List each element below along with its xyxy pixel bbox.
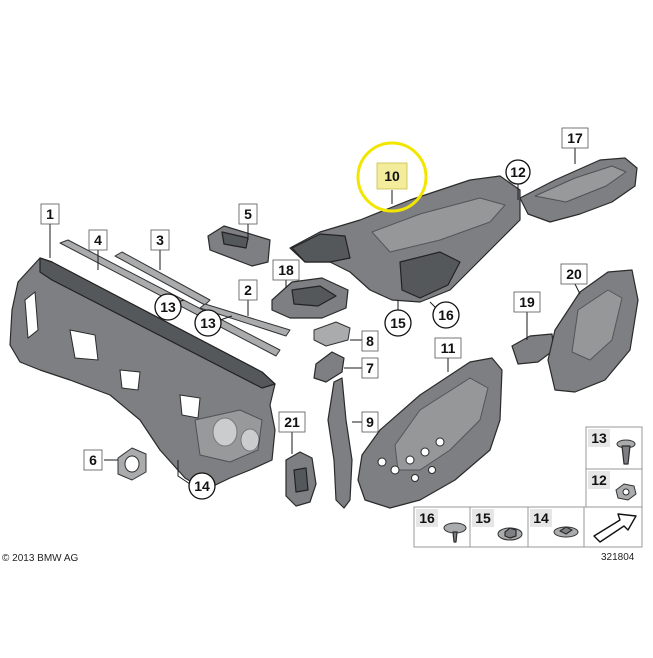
callout-8[interactable]: 8 [361,330,379,352]
callout-8-text: 8 [366,333,374,349]
callout-10-text: 10 [384,168,400,184]
callout-7-text: 7 [366,360,374,376]
speed-nut-icon [553,526,579,538]
legend-16-text: 16 [419,510,435,526]
nut-icon [615,483,637,501]
part-11-insulation[interactable] [357,357,503,509]
callout-16[interactable]: 16 [432,301,460,329]
legend-14-text: 14 [533,510,549,526]
screw-icon [616,439,636,465]
legend-item-15[interactable]: 15 [469,506,529,548]
legend-item-12[interactable]: 12 [585,468,643,508]
part-17-heat-shield[interactable] [519,157,638,223]
part-9-seal[interactable] [327,377,353,509]
legend-item-16[interactable]: 16 [413,506,471,548]
callout-4[interactable]: 4 [88,229,108,251]
callout-5[interactable]: 5 [238,203,258,225]
legend-12-text: 12 [591,472,607,488]
callout-9[interactable]: 9 [361,411,379,433]
callout-12-text: 12 [510,164,526,180]
callout-13-lower[interactable]: 13 [194,309,222,337]
callout-13-lower-text: 13 [200,315,216,331]
diagram-number: 321804 [601,552,635,563]
callout-15-text: 15 [390,315,406,331]
callout-12[interactable]: 12 [505,159,531,185]
part-18-insulation[interactable] [271,277,349,319]
legend-item-13[interactable]: 13 [585,426,643,470]
callout-4-text: 4 [94,232,102,248]
part-5-insulation[interactable] [207,225,271,267]
part-8-bracket[interactable] [313,321,351,347]
direction-arrow-icon [593,513,637,543]
callout-13-upper-text: 13 [160,299,176,315]
callout-10[interactable]: 10 [376,162,408,190]
highlight-ring [356,141,428,213]
part-1-bulkhead[interactable] [9,257,276,491]
callout-6[interactable]: 6 [83,449,103,471]
part-10-insulation[interactable] [289,175,521,303]
callout-2-text: 2 [244,282,252,298]
part-21-bracket[interactable] [285,451,317,507]
callout-17[interactable]: 17 [561,127,589,149]
flange-nut-icon [497,527,523,541]
legend-13-text: 13 [591,430,607,446]
callout-18[interactable]: 18 [272,259,300,281]
callout-3-text: 3 [156,232,164,248]
callout-19[interactable]: 19 [513,291,541,313]
callout-21-text: 21 [284,414,300,430]
callout-17-text: 17 [567,130,583,146]
legend-15-text: 15 [475,510,491,526]
callout-14-text: 14 [194,478,210,494]
copyright-text: © 2013 BMW AG [2,553,79,564]
legend-item-14[interactable]: 14 [527,506,585,548]
legend-arrow-cell [583,506,643,548]
part-7-bracket[interactable] [313,351,345,383]
callout-16-text: 16 [438,307,454,323]
callout-19-text: 19 [519,294,535,310]
callout-2[interactable]: 2 [238,279,258,301]
callout-3[interactable]: 3 [150,229,170,251]
push-clip-icon [443,522,467,543]
callout-11-text: 11 [441,340,456,356]
callout-7[interactable]: 7 [361,357,379,379]
callout-20-text: 20 [566,266,582,282]
callout-13-upper[interactable]: 13 [154,293,182,321]
part-20-insulation[interactable] [547,269,639,393]
callout-14[interactable]: 14 [188,472,216,500]
callout-6-text: 6 [89,452,97,468]
callout-18-text: 18 [278,262,294,278]
callout-11[interactable]: 11 [434,337,462,359]
part-2-strip[interactable] [199,303,291,337]
callout-9-text: 9 [366,414,374,430]
callout-5-text: 5 [244,206,252,222]
callout-1[interactable]: 1 [40,203,60,225]
callout-15[interactable]: 15 [384,309,412,337]
fastener-legend: 13 12 16 [413,426,643,548]
callout-1-text: 1 [46,206,54,222]
part-3-strip[interactable] [114,251,211,306]
callout-20[interactable]: 20 [560,263,588,285]
part-6-grommet[interactable] [117,447,147,481]
callout-21[interactable]: 21 [278,411,306,433]
